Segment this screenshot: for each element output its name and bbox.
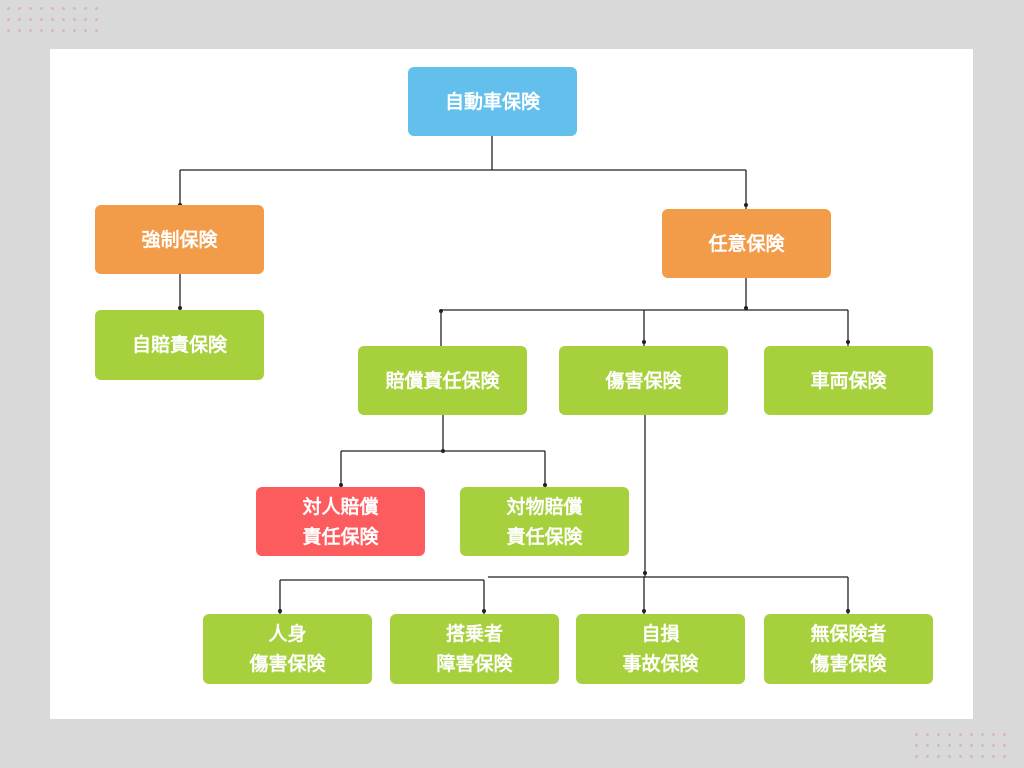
node-injury-insurance: 傷害保険	[559, 346, 728, 415]
decorative-dot	[84, 18, 87, 21]
decorative-dot	[51, 29, 54, 32]
node-compulsory-insurance: 強制保険	[95, 205, 264, 274]
node-bodily-liability-insurance: 対人賠償 責任保険	[256, 487, 425, 556]
decorative-dot	[29, 29, 32, 32]
decorative-dot	[73, 7, 76, 10]
decorative-dot	[95, 7, 98, 10]
node-personal-injury-insurance: 人身 傷害保険	[203, 614, 372, 684]
decorative-dot	[926, 733, 929, 736]
decorative-dot	[937, 755, 940, 758]
decorative-dot	[937, 744, 940, 747]
decorative-dot	[926, 755, 929, 758]
node-uninsured-motorist-insurance: 無保険者 傷害保険	[764, 614, 933, 684]
decorative-dot	[84, 29, 87, 32]
decorative-dot	[95, 18, 98, 21]
node-passenger-injury-insurance: 搭乗者 障害保険	[390, 614, 559, 684]
decorative-dot	[926, 744, 929, 747]
decorative-dot	[18, 7, 21, 10]
decorative-dot	[73, 18, 76, 21]
decorative-dot	[40, 18, 43, 21]
decorative-dot	[937, 733, 940, 736]
decorative-dot	[959, 733, 962, 736]
decorative-dot	[29, 7, 32, 10]
connector-lines	[178, 136, 850, 614]
decorative-dot	[7, 29, 10, 32]
decorative-dot	[73, 29, 76, 32]
decorative-dot	[62, 29, 65, 32]
decorative-dot	[40, 29, 43, 32]
decorative-dot	[992, 733, 995, 736]
decorative-dot	[959, 755, 962, 758]
decorative-dot	[62, 18, 65, 21]
decorative-dot	[948, 744, 951, 747]
decorative-dot	[948, 733, 951, 736]
decorative-dot	[7, 18, 10, 21]
decorative-dot	[18, 18, 21, 21]
decorative-dot	[62, 7, 65, 10]
node-vehicle-insurance: 車両保険	[764, 346, 933, 415]
decorative-dot	[7, 7, 10, 10]
decorative-dot	[948, 755, 951, 758]
decorative-dot	[970, 755, 973, 758]
decorative-dot	[959, 744, 962, 747]
decorative-dot	[915, 733, 918, 736]
node-self-accident-insurance: 自損 事故保険	[576, 614, 745, 684]
decorative-dot	[84, 7, 87, 10]
node-voluntary-insurance: 任意保険	[662, 209, 831, 278]
decorative-dot	[1003, 733, 1006, 736]
decorative-dot	[981, 755, 984, 758]
node-property-liability-insurance: 対物賠償 責任保険	[460, 487, 629, 556]
decorative-dot	[992, 744, 995, 747]
decorative-dot	[970, 744, 973, 747]
decorative-dot	[51, 18, 54, 21]
decorative-dot	[95, 29, 98, 32]
decorative-dot	[992, 755, 995, 758]
node-liability-insurance: 賠償責任保険	[358, 346, 527, 415]
decorative-dot	[915, 744, 918, 747]
decorative-dot	[40, 7, 43, 10]
decorative-dot	[970, 733, 973, 736]
node-jibaiseki-insurance: 自賠責保険	[95, 310, 264, 380]
decorative-dot	[1003, 755, 1006, 758]
decorative-dot	[1003, 744, 1006, 747]
decorative-dot	[18, 29, 21, 32]
decorative-dot	[981, 733, 984, 736]
decorative-dot	[51, 7, 54, 10]
decorative-dot	[981, 744, 984, 747]
node-automobile-insurance: 自動車保険	[408, 67, 577, 136]
diagram-card: 自動車保険 強制保険 自賠責保険 任意保険 賠償責任保険 傷害保険 車両保険 対…	[50, 49, 973, 719]
decorative-dot	[915, 755, 918, 758]
decorative-dot	[29, 18, 32, 21]
